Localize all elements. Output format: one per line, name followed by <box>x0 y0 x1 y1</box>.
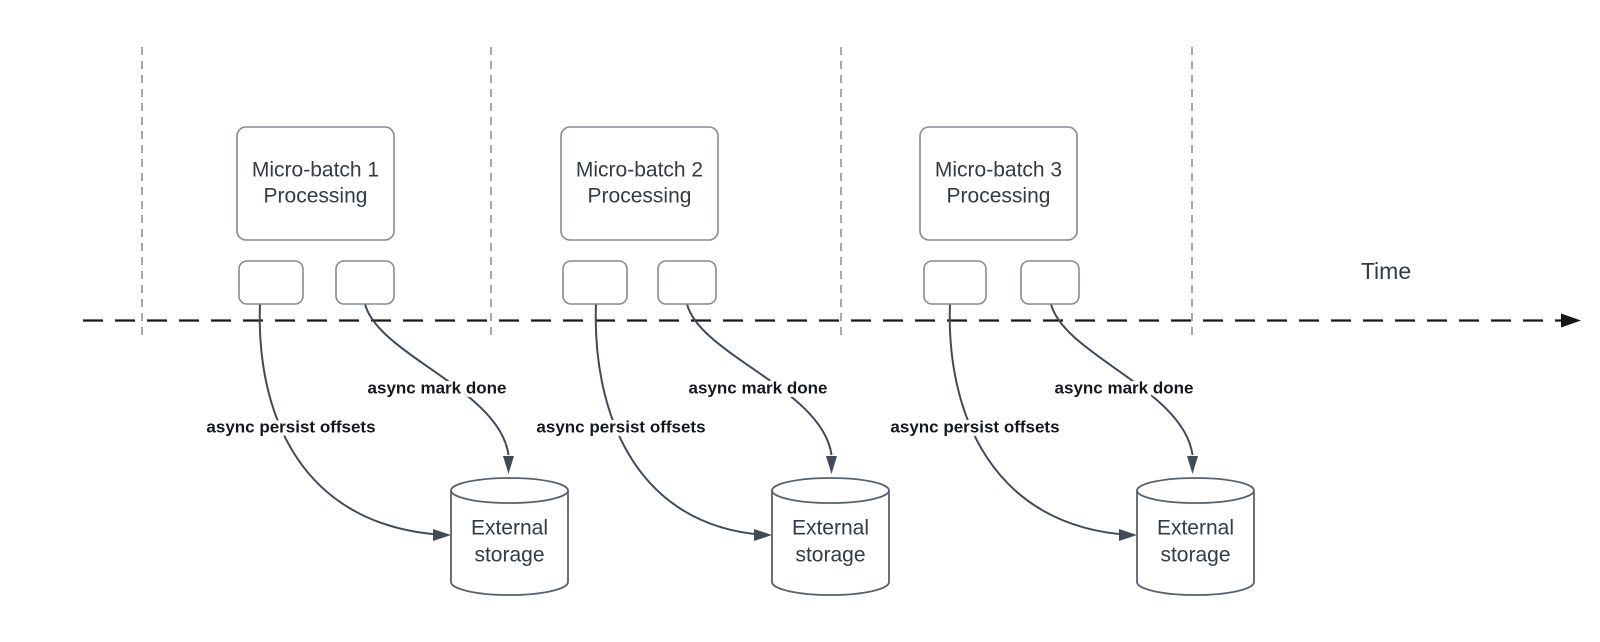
mark-done-label-3: async mark done <box>1055 379 1194 398</box>
markdone-task-box-3 <box>1020 260 1080 305</box>
storage-cylinder-top-2 <box>771 477 890 504</box>
persist-offsets-label-3: async persist offsets <box>890 418 1059 437</box>
mark-done-label-1: async mark done <box>368 379 507 398</box>
persist-offsets-label-2: async persist offsets <box>536 418 705 437</box>
markdone-task-box-1 <box>335 260 395 305</box>
offset-task-box-3 <box>923 260 987 305</box>
persist-offsets-label-1: async persist offsets <box>206 418 375 437</box>
mark-done-label-2: async mark done <box>689 379 828 398</box>
mark-done-arrowhead-icon-2 <box>826 456 837 474</box>
storage-cylinder-body-3 <box>1136 490 1255 596</box>
persist-offsets-arrowhead-icon-2 <box>754 529 772 541</box>
mark-done-arrow-3 <box>1050 303 1194 456</box>
microbatch-box-3 <box>919 126 1078 241</box>
persist-offsets-arrow-1 <box>258 303 446 536</box>
microbatch-box-2 <box>560 126 719 241</box>
storage-label-1-line2: storage <box>474 544 544 567</box>
mark-done-arrow-1 <box>364 303 510 456</box>
time-axis-arrowhead-icon <box>1561 313 1581 328</box>
offset-task-box-2 <box>562 260 628 305</box>
microbatch-box-2-title: Micro-batch 2 <box>576 159 703 182</box>
storage-label-2-line2: storage <box>795 544 865 567</box>
storage-label-2-line1: External <box>792 517 869 540</box>
storage-cylinder-body-1 <box>450 490 569 596</box>
storage-cylinder-top-1 <box>450 477 569 504</box>
storage-label-3-line2: storage <box>1160 544 1230 567</box>
mark-done-arrow-2 <box>686 303 833 456</box>
microbatch-box-2-subtitle: Processing <box>588 185 692 208</box>
mark-done-arrowhead-icon-3 <box>1187 456 1198 474</box>
time-axis-label: Time <box>1361 258 1411 284</box>
persist-offsets-arrowhead-icon-1 <box>433 529 451 541</box>
storage-label-1-line1: External <box>471 517 548 540</box>
persist-offsets-arrowhead-icon-3 <box>1119 529 1137 541</box>
storage-cylinder-body-2 <box>771 490 890 596</box>
markdone-task-box-2 <box>657 260 717 305</box>
microbatch-box-1-title: Micro-batch 1 <box>252 159 379 182</box>
storage-cylinder-top-3 <box>1136 477 1255 504</box>
offset-task-box-1 <box>238 260 304 305</box>
microbatch-box-1-subtitle: Processing <box>264 185 368 208</box>
microbatch-box-1 <box>236 126 395 241</box>
persist-offsets-arrow-2 <box>594 303 767 536</box>
microbatch-box-3-subtitle: Processing <box>947 185 1051 208</box>
persist-offsets-arrow-3 <box>948 303 1132 536</box>
storage-label-3-line1: External <box>1157 517 1234 540</box>
mark-done-arrowhead-icon-1 <box>503 456 514 474</box>
microbatch-box-3-title: Micro-batch 3 <box>935 159 1062 182</box>
